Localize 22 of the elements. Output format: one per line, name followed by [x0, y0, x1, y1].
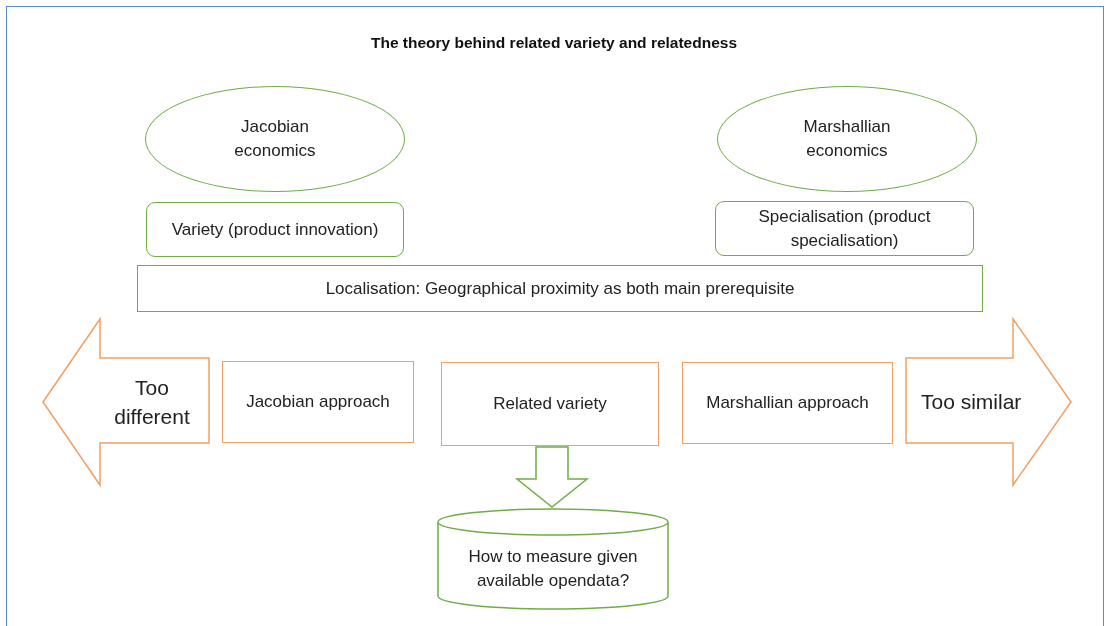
rounded-box	[715, 201, 974, 256]
node-text: Jacobian economics	[233, 116, 317, 162]
cylinder-shape	[437, 508, 669, 610]
node-text: Related variety	[492, 393, 608, 416]
left-block-arrow	[42, 318, 210, 486]
node-text: Jacobian approach	[245, 391, 391, 414]
node-text: Marshallian approach	[705, 392, 870, 415]
node-text: Marshallian economics	[802, 116, 892, 162]
node-text: Localisation: Geographical proximity as both main prerequisite	[324, 277, 796, 300]
block-arrow	[514, 446, 590, 508]
right-block-arrow	[905, 318, 1072, 486]
process-box	[137, 265, 983, 312]
process-box	[682, 362, 893, 444]
rounded-box	[146, 202, 404, 257]
node-text: How to measure given available opendata?	[467, 546, 639, 592]
process-box	[222, 361, 414, 443]
process-box	[441, 362, 659, 446]
node-text: Specialisation (product specialisation)	[757, 205, 932, 252]
diagram-title: The theory behind related variety and relatedness	[369, 34, 739, 52]
node-text: Too similar	[920, 389, 1023, 416]
node-text: Too different	[113, 374, 191, 430]
node-text: Variety (product innovation)	[170, 218, 380, 241]
